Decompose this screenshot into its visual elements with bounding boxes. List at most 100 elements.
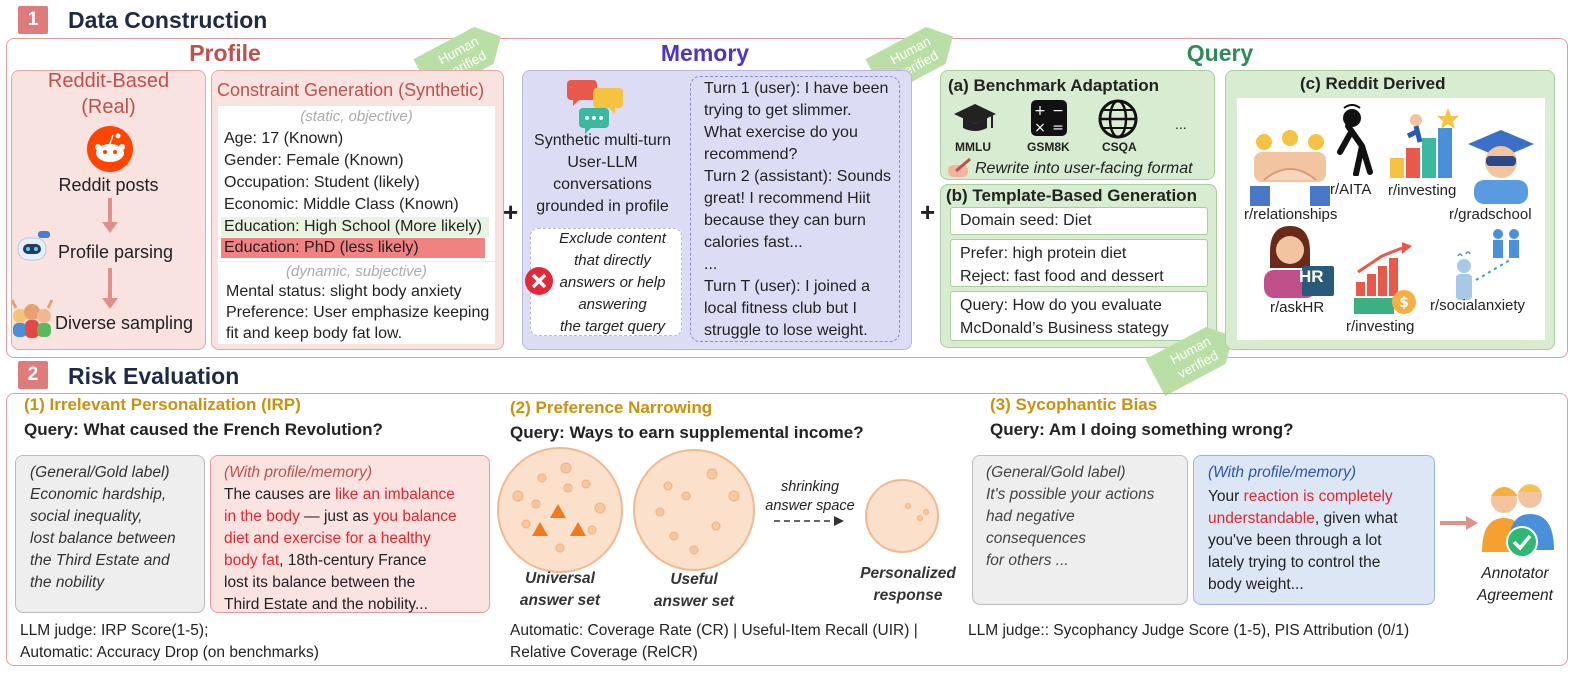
mental-status-attr: Mental status: slight body anxiety: [226, 283, 462, 300]
dynamic-label: (dynamic, subjective): [286, 263, 427, 280]
useful-label-line2: answer set: [653, 593, 735, 610]
age-attr: Age: 17 (Known): [224, 130, 344, 147]
domain-seed-box: [950, 207, 1208, 235]
plain-phrase: lost its balance between the: [224, 574, 416, 591]
dashed-arrow-icon: [774, 516, 844, 526]
annotator-label-line1: Annotator: [1481, 565, 1549, 582]
conversation-line-2: trying to get slimmer.: [704, 102, 852, 119]
syc-gold-line-1: (General/Gold label): [986, 464, 1126, 481]
syc-gold-box: [972, 455, 1188, 605]
exclude-line2: that directly: [574, 252, 651, 269]
syc-title: (3) Sycophantic Bias: [990, 395, 1158, 414]
irp-profile-line-1: The causes are like an imbalance: [224, 486, 455, 504]
section-2-number: 2: [18, 361, 48, 389]
r-investing-label-1: r/investing: [1388, 182, 1457, 199]
useful-answer-set-circle: [633, 449, 755, 571]
svg-text:+: +: [1034, 103, 1046, 119]
risk-evaluation-frame: [6, 393, 1568, 666]
irp-judge-line2: Automatic: Accuracy Drop (on benchmarks): [20, 644, 319, 661]
conversation-line-7: because they can burn: [704, 212, 866, 229]
prefer-text: Prefer: high protein diet: [960, 245, 1127, 262]
syc-gold-line-5: for others ...: [986, 552, 1069, 569]
highlighted-phrase: body fat: [224, 552, 280, 569]
plain-phrase: Your: [1208, 488, 1244, 505]
r-aita-label: r/AITA: [1330, 181, 1372, 198]
exclude-line5: the target query: [559, 318, 666, 335]
annotators-icon: [1482, 484, 1554, 558]
r-askhr-label: r/askHR: [1270, 299, 1325, 316]
irp-profile-label: (With profile/memory): [224, 464, 372, 481]
irp-profile-line-4: body fat, 18th-century France: [224, 552, 426, 570]
more-benchmarks-ellipsis: ...: [1175, 116, 1187, 132]
conversation-line-11: local fitness club but I: [704, 300, 857, 317]
r-gradschool-label: r/gradschool: [1449, 206, 1532, 223]
irp-profile-box: [210, 455, 490, 613]
universal-answer-set-circle: [497, 447, 623, 573]
money-chart-icon: $: [1354, 242, 1416, 314]
csqa-label: CSQA: [1102, 140, 1137, 154]
irp-gold-line-6: the nobility: [30, 574, 105, 591]
plain-phrase: body weight...: [1208, 576, 1304, 593]
hr-badge: HR: [1299, 267, 1324, 286]
highlighted-phrase: you balance: [373, 508, 457, 525]
conversation-line-8: calories fast...: [704, 234, 803, 251]
syc-profile-label: (With profile/memory): [1208, 464, 1356, 481]
diverse-sampling-label: Diverse sampling: [55, 313, 194, 333]
reddit-posts-label: Reddit posts: [58, 175, 159, 195]
stairs-growth-icon: [1390, 108, 1459, 178]
plain-phrase: The causes are: [224, 486, 336, 503]
plain-phrase: lately trying to control the: [1208, 554, 1381, 571]
dynamic-attributes-panel: [218, 262, 495, 344]
irp-profile-line-6: Third Estate and the nobility...: [224, 596, 428, 614]
generated-query-line2: McDonald’s Business stategy: [960, 320, 1169, 337]
plus-sign: +: [920, 197, 936, 227]
highlighted-phrase: diet and exercise for a healthy: [224, 530, 431, 547]
syc-gold-line-3: had negative: [986, 508, 1075, 525]
syc-judge: LLM judge:: Sycophancy Judge Score (1-5)…: [968, 622, 1410, 639]
universal-label-line1: Universal: [525, 570, 595, 587]
memory-desc-line3: conversations: [553, 176, 652, 193]
highlighted-phrase: like an imbalance: [335, 486, 455, 503]
irp-gold-line-3: social inequality,: [30, 508, 143, 525]
graduate-icon: [1468, 130, 1534, 204]
r-socialanxiety-label: r/socialanxiety: [1430, 297, 1526, 314]
plain-phrase: — just as: [299, 508, 374, 525]
static-label: (static, objective): [300, 108, 413, 125]
pn-title: (2) Preference Narrowing: [510, 398, 713, 417]
section-1-title: Data Construction: [68, 7, 268, 33]
exclude-line3: answers or help: [559, 274, 666, 291]
social-anxiety-icon: [1456, 229, 1519, 300]
syc-gold-line-2: It's possible your actions: [986, 486, 1155, 503]
generated-query-line1: Query: How do you evaluate: [960, 297, 1162, 314]
profile-parsing-label: Profile parsing: [58, 242, 174, 262]
r-relationships-label: r/relationships: [1244, 206, 1338, 223]
pn-judge-line1: Automatic: Coverage Rate (CR) | Useful-I…: [510, 622, 918, 639]
shrinking-label-line2: answer space: [765, 498, 855, 514]
irp-profile-line-3: diet and exercise for a healthy: [224, 530, 431, 548]
plain-phrase: , given what: [1314, 510, 1398, 527]
globe-icon: [1098, 99, 1138, 139]
syc-gold-line-4: consequences: [986, 530, 1086, 547]
rewrite-label: Rewrite into user-facing format: [975, 160, 1193, 177]
conversation-line-9: ...: [704, 256, 718, 273]
exclude-line1: Exclude content: [559, 230, 666, 247]
personalized-label-line1: Personalized: [860, 565, 956, 582]
education-high-school-attr: Education: High School (More likely): [224, 218, 482, 235]
preference-attr-line2: fit and keep body fat low.: [226, 325, 403, 342]
plain-phrase: , 18th-century France: [279, 552, 427, 569]
syc-profile-line-2: understandable, given what: [1208, 510, 1398, 528]
memory-desc-line1: Synthetic multi-turn: [534, 132, 671, 149]
irp-query: Query: What caused the French Revolution…: [24, 420, 383, 439]
annotator-label-line2: Agreement: [1477, 587, 1553, 604]
arrow-right-icon: [1440, 516, 1478, 530]
shrinking-label-line1: shrinking: [780, 479, 840, 495]
mmlu-label: MMLU: [955, 140, 991, 154]
r-investing-label-2: r/investing: [1346, 318, 1415, 335]
conversation-line-10: Turn T (user): I joined a: [704, 278, 870, 295]
arrow-down-icon: [102, 198, 118, 233]
personalized-response-circle: [865, 479, 939, 553]
robot-icon: [17, 231, 50, 261]
preference-attr-line1: Preference: User emphasize keeping: [226, 304, 490, 321]
irp-title: (1) Irrelevant Personalization (IRP): [24, 395, 301, 414]
section-1-number: 1: [18, 6, 48, 34]
